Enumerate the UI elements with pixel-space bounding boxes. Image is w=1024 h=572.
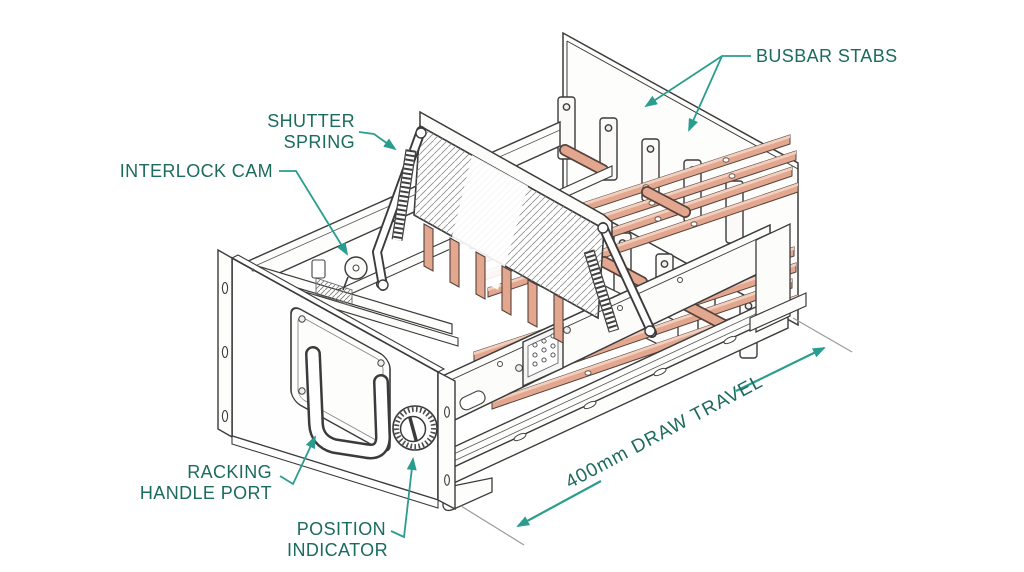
annotation-leaders <box>279 55 751 539</box>
interlock-cam-label: INTERLOCK CAM <box>120 161 273 181</box>
cam-lever <box>342 276 349 291</box>
interlock-bracket <box>311 259 326 279</box>
pull-handle <box>290 307 391 460</box>
handle-bail <box>307 348 389 457</box>
position-indicator-label-line2: INDICATOR <box>287 540 388 560</box>
position-indicator-label-line1: POSITION <box>297 519 386 539</box>
shutter-spring-leader <box>358 131 397 151</box>
shutter-assembly <box>413 110 613 320</box>
left-mounting-flange <box>217 248 233 439</box>
shutter-spring-label-line2: SPRING <box>284 132 355 152</box>
extension-line <box>460 505 525 546</box>
busbar-stabs-label: BUSBAR STABS <box>756 46 898 66</box>
racking-handle-label-line2: HANDLE PORT <box>140 483 272 503</box>
secondary-connector <box>515 322 571 388</box>
handle-plate <box>290 307 391 452</box>
interlock-cam-leader <box>279 170 349 256</box>
extension-line <box>792 317 853 353</box>
busbar-stabs-leader-2 <box>688 55 723 132</box>
position-indicator-leader <box>390 457 417 539</box>
contact-finger <box>475 251 486 300</box>
position-indicator-knob <box>392 405 438 451</box>
shutter-spring-label-line1: SHUTTER <box>267 111 355 131</box>
contact-fingers <box>423 223 564 344</box>
right-mounting-flange <box>437 370 456 511</box>
contact-finger <box>553 293 564 344</box>
contact-finger <box>449 237 460 288</box>
side-wall-cutout <box>459 390 486 411</box>
racking-handle-label-line1: RACKING <box>187 462 272 482</box>
contact-finger <box>501 265 512 316</box>
hatched-floor-strip <box>315 277 353 307</box>
dimension-arrow-left <box>516 480 602 527</box>
knurled-ring <box>394 407 436 449</box>
contact-finger <box>423 223 434 272</box>
racking-handle-leader <box>279 435 316 486</box>
annotation-labels: BUSBAR STABS SHUTTER SPRING INTERLOCK CA… <box>120 46 898 560</box>
knob-slot <box>408 416 418 442</box>
shutter-spring-left <box>391 149 417 241</box>
contact-finger <box>527 279 538 328</box>
shutter-linkage <box>372 126 657 338</box>
shutter-sheen <box>446 155 528 290</box>
dimension-arrow-right <box>735 347 826 392</box>
shutter-spring-right <box>583 249 620 333</box>
interlock-cam-mechanism <box>342 256 387 291</box>
right-linkage-arm <box>599 223 656 337</box>
